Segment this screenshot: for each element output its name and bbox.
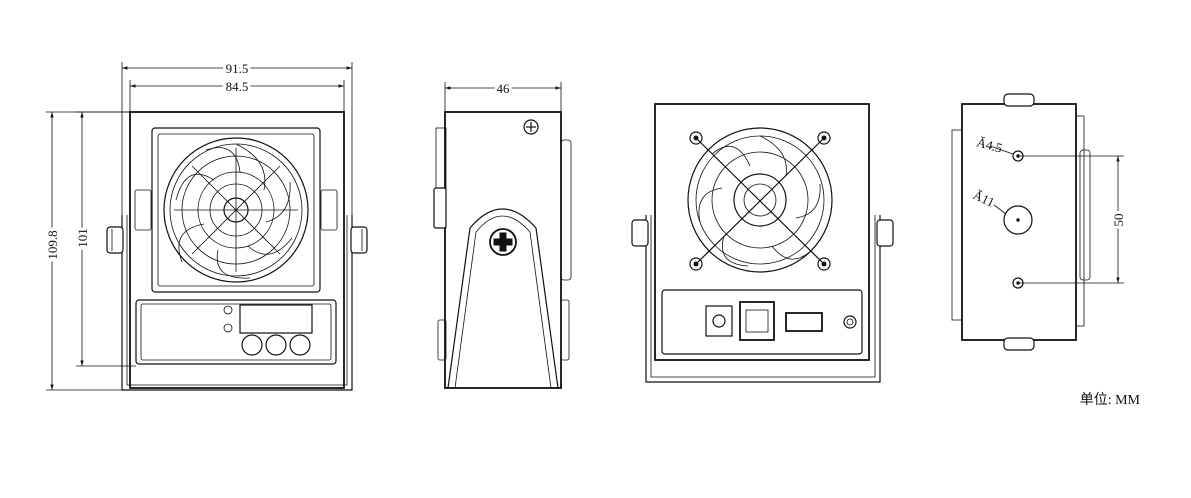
power-jack: [705, 305, 733, 337]
fan-icon: [687, 127, 833, 273]
dim-hole-spacing: 50: [1111, 214, 1126, 227]
screw-icon: [523, 119, 539, 135]
control-button: [289, 334, 311, 356]
mounting-hole-large: [1003, 205, 1033, 235]
fan-icon: [163, 137, 309, 283]
dim-depth: 46: [497, 81, 511, 96]
unit-label: 单位: MM: [1080, 392, 1141, 408]
dim-height-outer: 109.8: [45, 230, 60, 259]
control-button: [265, 334, 287, 356]
network-port: [739, 301, 775, 341]
dim-height-inner: 101: [75, 228, 90, 248]
front-view: 91.5 84.5 109.8 101: [42, 58, 368, 391]
label-hole-large: Ă11: [971, 187, 997, 210]
label-hole-small: Ă4.5: [975, 134, 1004, 155]
control-button: [241, 334, 263, 356]
dim-width-inner: 84.5: [226, 79, 249, 94]
bottom-view: Ă4.5 Ă11 50: [951, 93, 1129, 351]
rear-view: [631, 103, 894, 383]
indicator-hole: [843, 315, 857, 329]
screw-icon: [489, 228, 517, 256]
display-screen: [239, 304, 313, 334]
dim-width-outer: 91.5: [226, 61, 249, 76]
side-view: 46: [433, 78, 572, 389]
switch-slot: [785, 312, 823, 332]
